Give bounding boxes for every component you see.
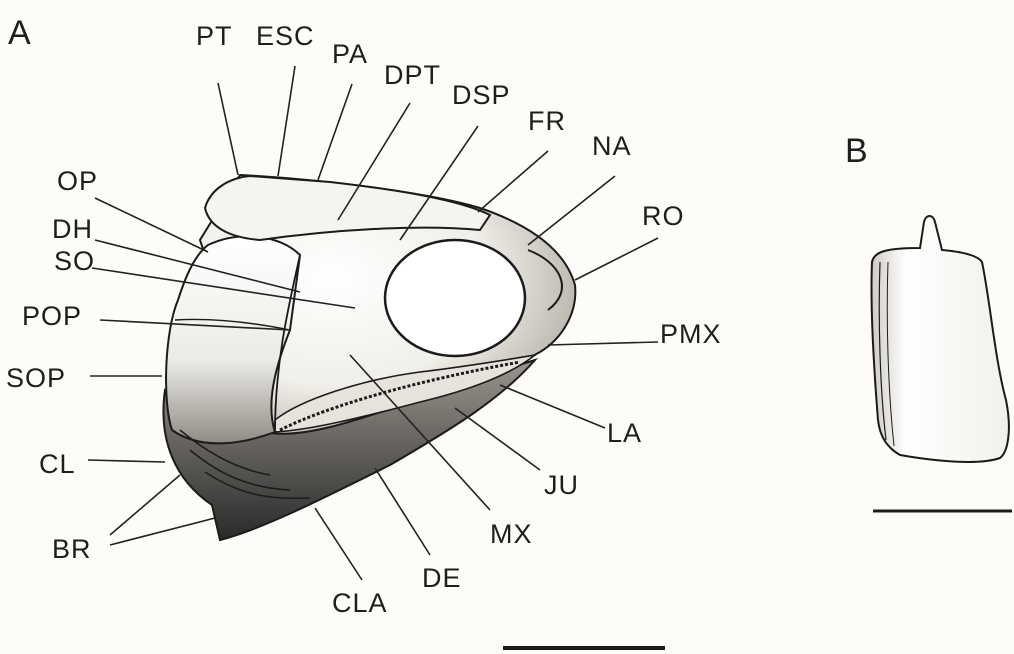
label-na: NA (592, 131, 632, 161)
label-br: BR (52, 534, 92, 564)
label-ro: RO (642, 201, 685, 231)
label-mx: MX (490, 519, 533, 549)
leader-pt (218, 83, 238, 175)
label-fr: FR (528, 106, 566, 136)
leader-cl (88, 460, 165, 462)
label-pt: PT (196, 21, 233, 51)
leader-ro (575, 238, 658, 280)
label-cl: CL (39, 449, 76, 479)
leader-de (375, 468, 430, 555)
panel-label-a: A (8, 14, 31, 52)
leader-ju (455, 408, 540, 470)
leader-pa (318, 84, 352, 180)
label-cla: CLA (332, 588, 388, 618)
scale-drawing (871, 216, 1008, 462)
label-esc: ESC (256, 21, 315, 51)
label-dpt: DPT (384, 60, 441, 90)
panel-label-b: B (845, 132, 868, 170)
label-pa: PA (332, 39, 368, 69)
label-sop: SOP (6, 363, 66, 393)
label-ju: JU (544, 470, 579, 500)
label-op: OP (57, 166, 98, 196)
label-la: LA (607, 418, 642, 448)
label-dsp: DSP (452, 80, 511, 110)
leader-cla (315, 508, 362, 580)
leader-pmx (548, 342, 658, 345)
leader-br-1 (110, 475, 180, 535)
leader-la (500, 385, 605, 428)
leader-esc (278, 66, 295, 176)
label-de: DE (422, 563, 462, 593)
label-dh: DH (52, 214, 93, 244)
leader-fr (478, 151, 548, 212)
label-pop: POP (22, 301, 82, 331)
leader-na (528, 176, 615, 245)
label-pmx: PMX (660, 319, 722, 349)
label-so: SO (54, 246, 95, 276)
skull-drawing (163, 175, 575, 540)
orbit (385, 240, 525, 356)
